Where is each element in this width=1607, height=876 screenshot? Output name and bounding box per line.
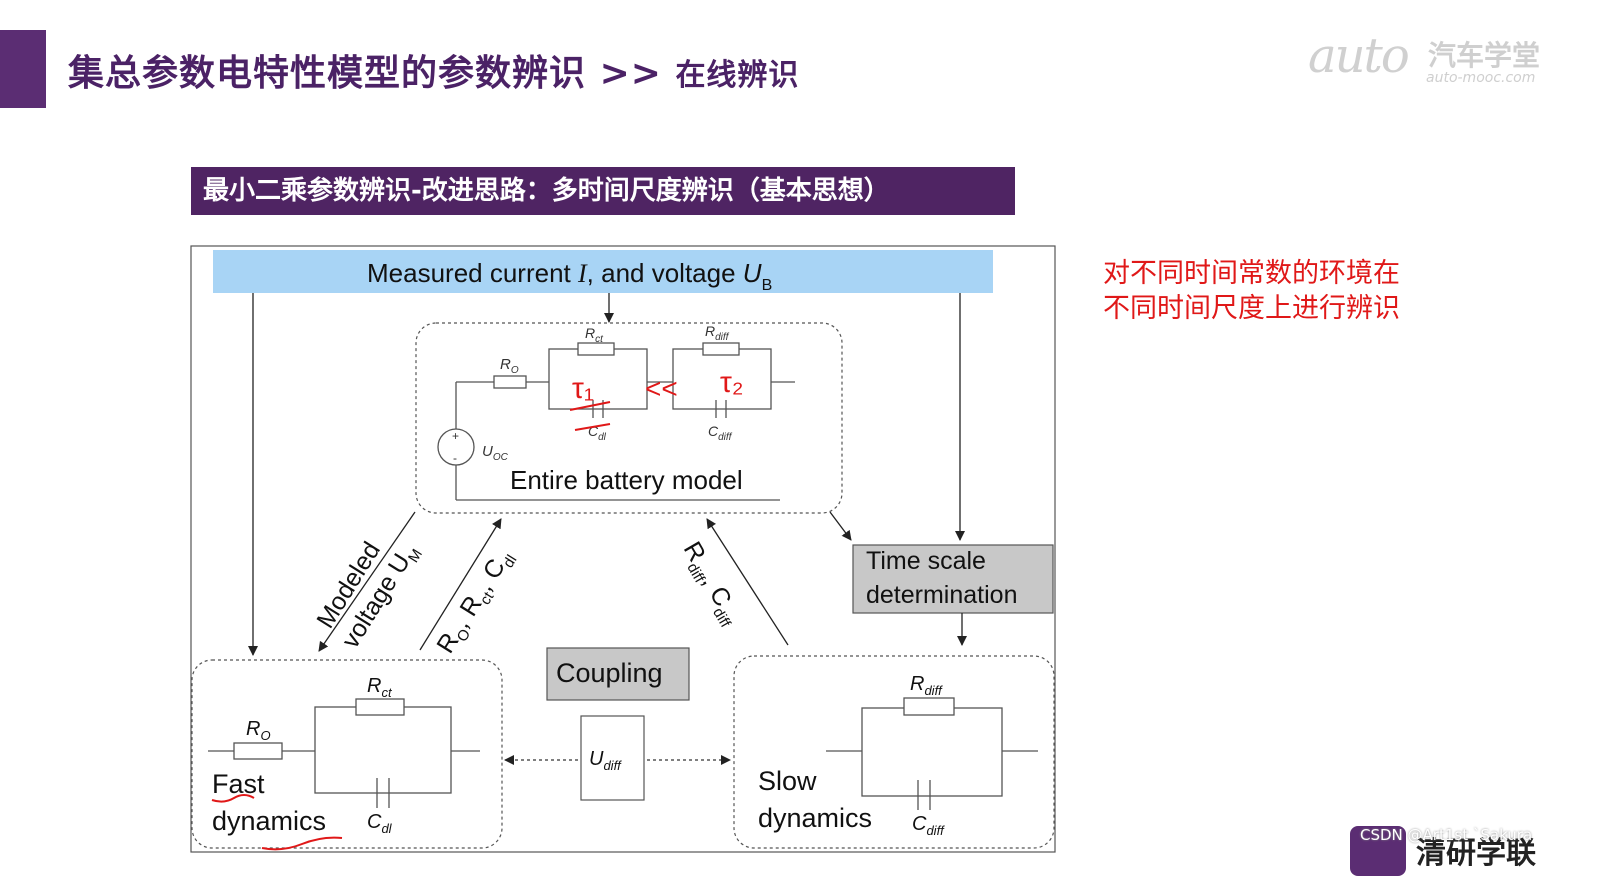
svg-text:+: + <box>452 429 459 443</box>
rct-label-entire: Rct <box>585 325 604 345</box>
entire-model-label: Entire battery model <box>510 465 743 495</box>
svg-text:-: - <box>453 451 457 465</box>
method-banner: 最小二乘参数辨识-改进思路：多时间尺度辨识（基本思想） <box>191 167 1015 215</box>
tau1-annotation: τ₁ <box>572 372 594 405</box>
time-scale-line2: determination <box>866 581 1017 609</box>
title-accent-bar <box>0 30 46 108</box>
slide-title: 集总参数电特性模型的参数辨识 >> 在线辨识 <box>68 44 799 96</box>
udiff-box <box>580 715 645 801</box>
auto-mooc-logo: auto 汽车学堂 auto-mooc.com <box>1300 28 1560 88</box>
measured-bar <box>213 250 993 293</box>
r0-label-entire: RO <box>500 356 519 376</box>
annotation-note: 对不同时间常数的环境在 不同时间尺度上进行辨识 <box>1103 258 1400 324</box>
brand-corner: 清研学联 <box>1350 822 1607 876</box>
fast-line1: Fast <box>212 769 265 799</box>
rdiff-label-slow: Rdiff <box>910 673 943 698</box>
csdn-watermark: CSDN @Art1st `Sakura <box>1360 826 1533 844</box>
time-scale-box <box>852 544 1054 614</box>
cdl-label-fast: Cdl <box>367 811 393 836</box>
strike-annotation <box>569 401 611 431</box>
arrow-entire-to-timescale <box>829 511 852 541</box>
tau2-annotation: τ₂ <box>720 366 744 399</box>
fast-circuit <box>208 698 480 808</box>
measured-label: Measured current I, and voltage UB <box>367 258 772 294</box>
fast-dynamics-box <box>191 659 503 849</box>
logo-url: auto-mooc.com <box>1426 70 1536 86</box>
time-scale-line1: Time scale <box>866 547 986 575</box>
brand-badge <box>1350 826 1406 876</box>
tau-relation-annotation: << <box>645 373 678 404</box>
arrow-slow-params <box>706 518 789 646</box>
arrow-fast-params <box>419 518 502 651</box>
logo-wordmark: auto <box>1308 28 1410 84</box>
entire-circuit <box>437 342 795 501</box>
uoc-label: UOC <box>482 443 509 463</box>
cdl-label-entire: Cdl <box>588 423 607 443</box>
slide-title-separator: >> <box>599 53 662 94</box>
coupling-box <box>546 647 690 701</box>
r0-label-fast: RO <box>246 718 271 743</box>
slow-line2: dynamics <box>758 803 872 833</box>
fast-underline-annotation <box>211 794 343 851</box>
rct-label-fast: Rct <box>367 675 393 700</box>
coupling-label: Coupling <box>556 658 663 688</box>
udiff-label: Udiff <box>589 748 622 773</box>
fast-line2: dynamics <box>212 806 326 836</box>
slow-circuit <box>826 697 1038 810</box>
arrow-modeled-voltage <box>318 511 416 652</box>
cdiff-label-entire: Cdiff <box>708 423 733 443</box>
brand-name: 清研学联 <box>1416 836 1536 871</box>
entire-model-box <box>415 322 843 514</box>
slow-line1: Slow <box>758 766 817 796</box>
cdiff-label-slow: Cdiff <box>912 813 945 838</box>
slow-dynamics-box <box>733 655 1055 849</box>
slide-subtitle: 在线辨识 <box>675 58 800 93</box>
rdiff-label-entire: Rdiff <box>705 323 730 343</box>
multi-time-scale-diagram: Measured current I, and voltage UB + - U… <box>190 245 1056 853</box>
logo-name: 汽车学堂 <box>1428 39 1541 72</box>
slide-title-main: 集总参数电特性模型的参数辨识 <box>68 53 587 94</box>
